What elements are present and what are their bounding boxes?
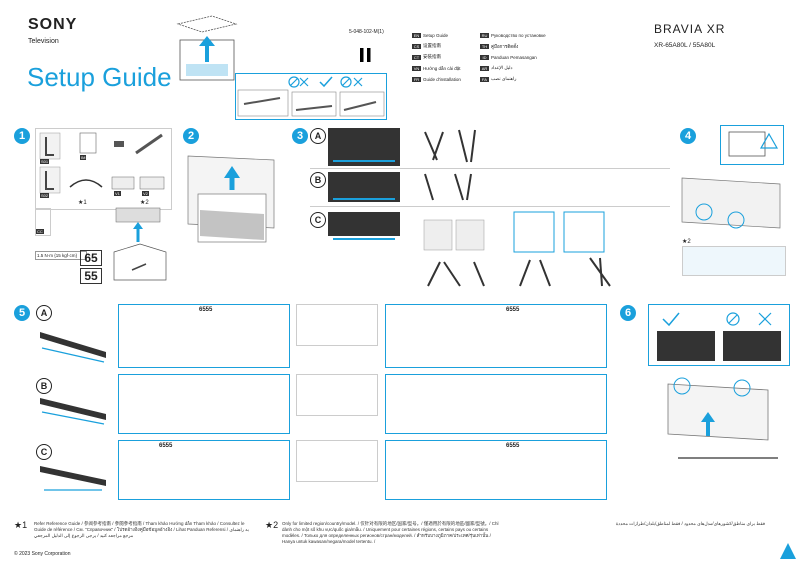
- step-5a-panel-2: 6555: [385, 304, 607, 368]
- step-5c-panel-2: 6555: [385, 440, 607, 500]
- footnote-marker-2: ★2: [140, 200, 149, 206]
- stand-c-legs: [510, 210, 620, 290]
- step-4-warning-panel: [720, 125, 784, 165]
- document-number: 5-048-102-M(1): [349, 29, 384, 35]
- tv-box-illustration: [110, 240, 170, 284]
- model-numbers: XR-65A80L / 55A80L: [654, 42, 716, 49]
- lift-tv-illustration: [184, 150, 284, 252]
- product-name: BRAVIA XR: [654, 22, 726, 36]
- step-5b-panel-2: [385, 374, 607, 434]
- step-5-option-c: C: [36, 444, 52, 460]
- size-label-65: 65: [80, 250, 102, 266]
- step-5c-panel-1: 6555: [118, 440, 290, 500]
- recycle-logo-icon: [778, 541, 798, 561]
- unboxing-illustration: [172, 4, 242, 86]
- page-title: Setup Guide: [27, 62, 172, 92]
- step-6-warning-panel: [648, 304, 790, 366]
- tv-panel-a: [328, 128, 400, 166]
- footnote-2-rtl-text: فقط برای مناطق/کشورهای/مدل‌های محدود / ف…: [615, 521, 765, 526]
- step-4-badge: 4: [680, 128, 696, 144]
- product-category: Television: [28, 38, 59, 45]
- part-label-s02: S02: [40, 193, 50, 198]
- step-3-option-c: C: [310, 212, 326, 228]
- tv-a-illustration: [36, 324, 114, 364]
- stand-c-assembly: [420, 210, 510, 290]
- width-indicator-c: [333, 238, 395, 240]
- step-5-option-a: A: [36, 305, 52, 321]
- footnote-1-text: Refer Reference Guide / 参阅参考指南 / 參閱參考指南 …: [34, 521, 249, 538]
- step-5a-panel-1: 6555: [118, 304, 290, 368]
- step-5c-tv-back: [296, 440, 378, 482]
- stand-slide-panel: [682, 246, 786, 276]
- footnote-2-text: Only for limited region/country/model. /…: [282, 521, 499, 544]
- step-1-badge: 1: [14, 128, 30, 144]
- stand-a-illustration: [415, 126, 495, 166]
- size-label-55: 55: [80, 268, 102, 284]
- stand-attach-illustration: [676, 172, 794, 236]
- step-5b-tv-back: [296, 374, 378, 416]
- tv-b-illustration: [36, 394, 114, 428]
- step-3-option-b: B: [310, 172, 326, 188]
- step-3-option-a: A: [310, 128, 326, 144]
- stand-b-illustration: [415, 170, 495, 204]
- step-6-badge: 6: [620, 305, 636, 321]
- box-illustration: [108, 206, 168, 250]
- qr-code-icon: [360, 48, 374, 62]
- width-indicator-b: [333, 198, 395, 200]
- footnote-1-marker: ★1: [14, 520, 28, 530]
- step-2-badge: 2: [183, 128, 199, 144]
- tv-panel-c: [328, 212, 400, 236]
- sony-logo: SONY: [28, 16, 78, 33]
- width-indicator-a: [333, 160, 395, 162]
- step-3-badge: 3: [292, 128, 308, 144]
- footnote-marker-1: ★1: [78, 200, 87, 206]
- step-4-footnote-marker: ★2: [682, 239, 691, 245]
- copyright: © 2023 Sony Corporation: [14, 551, 71, 557]
- step-5-option-b: B: [36, 378, 52, 394]
- torque-spec: 1.5 N·m {15 kgf·cm}: [35, 251, 87, 260]
- part-label-s01: S01: [40, 159, 50, 164]
- carry-tv-illustration: [648, 370, 794, 470]
- cable-cover-part: CC: [35, 208, 51, 236]
- tv-c-illustration: [36, 462, 114, 496]
- handling-warning-panel: [235, 73, 387, 120]
- part-label-v1: V1: [114, 191, 121, 196]
- step-5-badge: 5: [14, 305, 30, 321]
- tv-panel-b: [328, 172, 400, 202]
- step-5a-tv-back: [296, 304, 378, 346]
- step-5b-panel-1: [118, 374, 290, 434]
- footnote-2-marker: ★2: [265, 520, 279, 530]
- parts-list-panel: S01 IM S02 V1 V2: [35, 128, 172, 210]
- part-label-v2: V2: [142, 191, 149, 196]
- part-label-im: IM: [80, 155, 87, 160]
